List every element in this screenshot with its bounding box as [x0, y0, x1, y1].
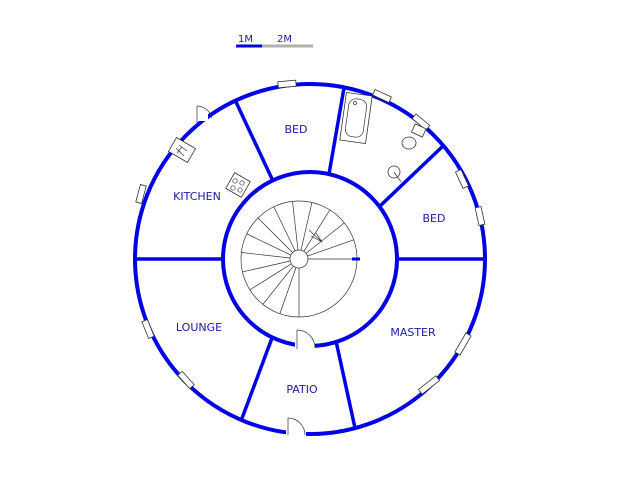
partition-kitchen-bed	[234, 101, 275, 182]
scale-label-2m: 2M	[277, 34, 292, 45]
stair-tread	[303, 209, 331, 252]
window	[141, 319, 155, 339]
doors	[192, 105, 316, 438]
window	[474, 206, 486, 226]
stove	[225, 172, 251, 198]
window	[411, 113, 431, 131]
windows	[135, 79, 486, 395]
room-label-patio: PATIO	[286, 383, 318, 396]
stair-tread	[292, 201, 299, 251]
partition-bed-bathroom	[327, 87, 346, 175]
window	[277, 79, 297, 89]
room-label-lounge: LOUNGE	[176, 321, 222, 334]
stair-tread	[262, 265, 294, 305]
stair-treads	[241, 201, 357, 317]
stair-tread	[246, 233, 292, 256]
kitchen-door	[192, 105, 213, 124]
core-door	[295, 329, 316, 349]
window	[372, 88, 392, 104]
partition-bathroom-bed	[377, 144, 445, 209]
partition-walls	[135, 87, 485, 429]
partition-patio-master	[334, 340, 357, 429]
spiral-staircase	[240, 200, 360, 318]
stair-tread	[279, 267, 297, 314]
kitchen-fixtures	[167, 137, 251, 198]
room-label-kitchen: KITCHEN	[173, 190, 221, 203]
stair-tread	[307, 239, 354, 257]
stair-tread	[305, 222, 345, 254]
room-label-bed-north: BED	[285, 123, 308, 136]
stair-tread	[273, 206, 296, 252]
bathroom-fixtures	[339, 91, 427, 183]
bathtub	[339, 91, 373, 145]
stair-tread	[241, 252, 291, 259]
window	[454, 169, 470, 189]
toilet	[401, 123, 427, 150]
stair-tread	[242, 260, 291, 273]
stair-tread	[249, 263, 292, 291]
room-label-master: MASTER	[390, 326, 436, 339]
window	[454, 332, 472, 356]
window	[177, 370, 195, 390]
stair-tread	[257, 217, 293, 253]
stair-tread	[300, 202, 313, 251]
basin	[387, 165, 402, 183]
partition-lounge-patio	[239, 337, 274, 422]
patio-door	[286, 417, 306, 438]
scale-bar: 1M 2M	[236, 34, 313, 48]
kitchen-sink	[167, 137, 197, 163]
window	[417, 375, 441, 395]
scale-label-1m: 1M	[238, 34, 253, 45]
window	[135, 184, 147, 204]
room-label-bed-east: BED	[423, 212, 446, 225]
room-labels: BED BED KITCHEN LOUNGE MASTER PATIO	[173, 123, 445, 396]
